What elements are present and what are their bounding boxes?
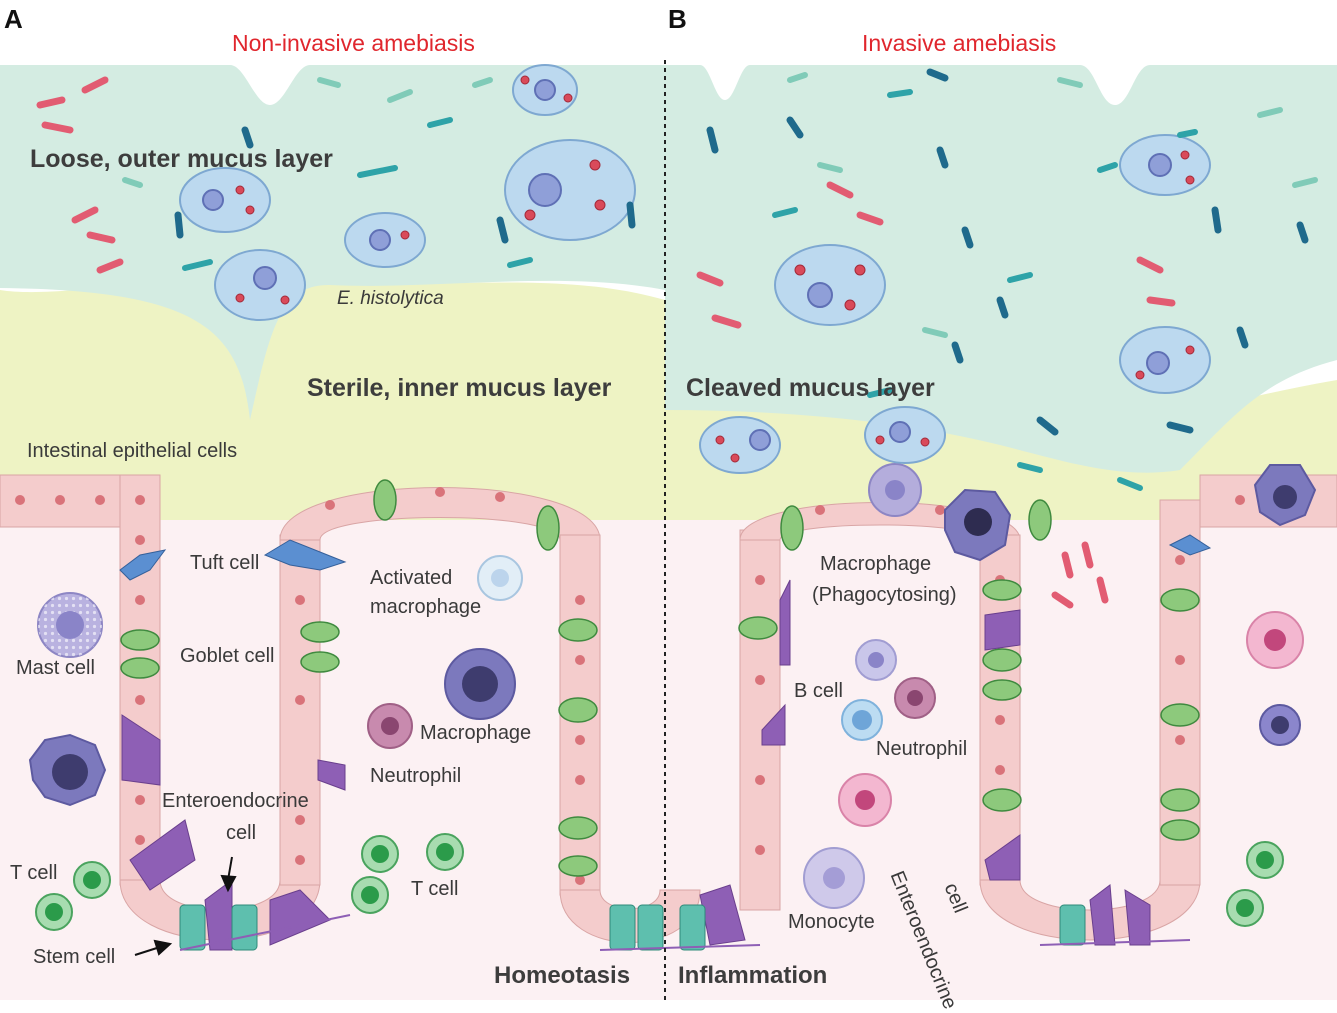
- stem-cell-label: Stem cell: [33, 946, 116, 968]
- monocyte-label: Monocyte: [788, 911, 875, 933]
- homeostasis-label: Homeotasis: [494, 962, 631, 989]
- panel-b-title: Invasive amebiasis: [862, 30, 1057, 56]
- outer-mucus-layer-a: [0, 65, 665, 420]
- activated-macrophage-label-2: macrophage: [370, 596, 482, 618]
- amoebae: [179, 64, 1211, 474]
- goblet-cell-label: Goblet cell: [180, 645, 275, 667]
- tuft-cells: [119, 534, 1212, 581]
- bacteria: [36, 68, 1318, 609]
- tuft-cell-label: Tuft cell: [190, 552, 260, 574]
- crypt-base-line-b: [599, 944, 761, 951]
- immune-cells-b: [803, 463, 1317, 927]
- panel-b-letter: B: [668, 4, 687, 34]
- outer-mucus-label: Loose, outer mucus layer: [30, 145, 333, 173]
- enteroendocrine-cells: [121, 579, 1151, 951]
- cleaved-mucus-label: Cleaved mucus layer: [686, 374, 935, 402]
- epithelium-a: [0, 474, 701, 943]
- t-cell-left-label: T cell: [10, 862, 58, 884]
- mast-cell-label: Mast cell: [16, 657, 95, 679]
- enteroendocrine-a-label-2: cell: [226, 822, 257, 844]
- goblet-cells: [120, 479, 1200, 877]
- inflammation-label: Inflammation: [678, 962, 828, 989]
- inner-mucus-label: Sterile, inner mucus layer: [307, 374, 612, 402]
- iec-label: Intestinal epithelial cells: [27, 440, 238, 462]
- activated-macrophage-label-1: Activated: [370, 567, 453, 589]
- crypt-base-line-c: [1039, 939, 1191, 946]
- panel-a-title: Non-invasive amebiasis: [232, 30, 475, 56]
- macrophage-label: Macrophage: [420, 722, 532, 744]
- panel-a-letter: A: [4, 4, 23, 34]
- label-arrows: [134, 856, 237, 956]
- macrophage-phago-label-1: Macrophage: [820, 553, 932, 575]
- outer-mucus-layer-b: [665, 65, 1337, 473]
- macrophage-phago-label-2: (Phagocytosing): [812, 584, 957, 606]
- neutrophil-a-label: Neutrophil: [370, 765, 462, 787]
- enteroendocrine-a-label-1: Enteroendocrine: [162, 790, 309, 812]
- e-histolytica-label: E. histolytica: [337, 288, 444, 309]
- stem-cells: [179, 904, 1086, 951]
- b-cell-label: B cell: [794, 680, 843, 702]
- crypt-base-line-a: [179, 914, 351, 951]
- t-cell-right-label: T cell: [411, 878, 459, 900]
- neutrophil-b-label: Neutrophil: [876, 738, 968, 760]
- immune-cells-a: [28, 555, 523, 931]
